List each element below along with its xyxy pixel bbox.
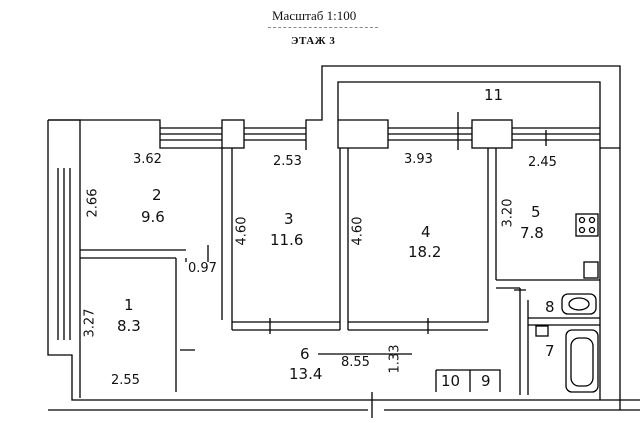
room-4-area: 18.2	[408, 243, 442, 261]
kitchen-sink	[583, 261, 599, 279]
dim-3-27: 3.27	[82, 308, 98, 338]
wall-3-6	[232, 321, 340, 331]
left-outer-wall	[48, 119, 81, 398]
room-6-area: 13.4	[289, 365, 323, 383]
room-3-area: 11.6	[270, 231, 304, 249]
right-outer-wall	[599, 148, 621, 410]
wall-3-4	[339, 148, 349, 330]
balcony-wall-block	[337, 119, 389, 149]
top-window-3	[388, 127, 472, 141]
pier-1	[221, 119, 245, 149]
room-2-number: 2	[152, 186, 162, 204]
room-1-area: 8.3	[117, 317, 141, 335]
room-1-number: 1	[124, 296, 134, 314]
room-5-number: 5	[531, 203, 541, 221]
wall-2-3	[221, 148, 233, 330]
floor-label: ЭТАЖ 3	[291, 35, 336, 47]
washbasin	[561, 293, 597, 315]
dim-4-60-room3: 4.60	[234, 216, 250, 246]
left-window	[57, 168, 71, 340]
room-6-number: 6	[300, 345, 310, 363]
wall-5-bath	[496, 279, 600, 289]
wall-4-5	[487, 148, 497, 280]
top-window-1	[160, 127, 222, 141]
balcony-inner	[337, 81, 601, 148]
room-10-number: 10	[441, 372, 461, 390]
room-11-number: 11	[484, 86, 504, 104]
top-window-4	[512, 127, 600, 141]
wall-bath	[519, 288, 600, 395]
dim-2-66: 2.66	[85, 188, 101, 218]
closets-9-10	[435, 369, 501, 392]
dim-2-55: 2.55	[111, 373, 140, 388]
dim-3-62: 3.62	[133, 152, 162, 167]
header-divider	[268, 27, 378, 28]
room-7-number: 7	[545, 342, 555, 360]
room-8-number: 8	[545, 298, 555, 316]
dim-0-97: 0.97	[188, 261, 217, 276]
room-9-number: 9	[481, 372, 491, 390]
toilet	[535, 325, 549, 337]
room-2-area: 9.6	[141, 208, 165, 226]
dim-3-93: 3.93	[404, 152, 433, 167]
room-3-number: 3	[284, 210, 294, 228]
balcony-outline	[305, 65, 621, 150]
dim-4-60-room4: 4.60	[350, 216, 366, 246]
room-4-number: 4	[421, 223, 431, 241]
wall-1-2	[80, 249, 186, 259]
dim-8-55: 8.55	[341, 355, 370, 370]
room-5-area: 7.8	[520, 224, 544, 242]
dim-3-20: 3.20	[500, 198, 516, 228]
pier-2	[471, 119, 513, 149]
dim-2-53: 2.53	[273, 154, 302, 169]
dim-2-45: 2.45	[528, 155, 557, 170]
stove	[575, 213, 599, 237]
door-marks	[180, 112, 547, 418]
top-window-2	[244, 127, 306, 141]
dim-1-33: 1.33	[387, 344, 403, 374]
bathtub	[565, 329, 599, 393]
wall-1-6	[175, 258, 187, 392]
scale-label: Масштаб 1:100	[272, 8, 357, 23]
wall-4-6	[348, 280, 489, 331]
